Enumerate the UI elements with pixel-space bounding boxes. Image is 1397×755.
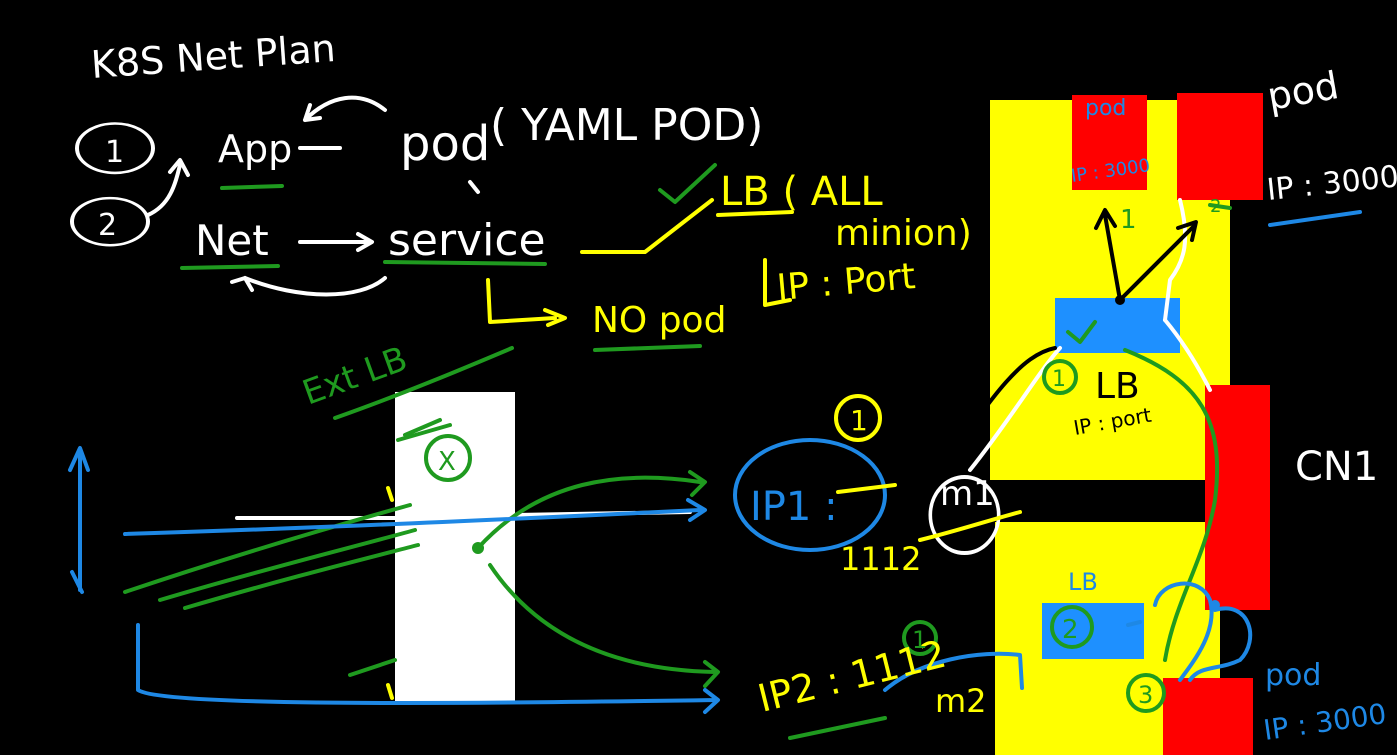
green-dot-junction	[472, 542, 484, 554]
line-pod-right-down	[1163, 198, 1188, 322]
black-arrow-to-pod-right	[1118, 220, 1198, 302]
green-line-in-2	[158, 528, 417, 602]
yellow-underline-lb	[716, 210, 794, 217]
lb-bottom-label: LB	[1068, 568, 1098, 596]
port-1112-label: 1112	[840, 540, 921, 578]
circle-node-3	[1126, 673, 1166, 713]
green-line-lb-to-bottom	[1123, 348, 1220, 662]
black-line-m1-lb	[943, 346, 1057, 467]
arrow-net-to-service	[298, 232, 374, 252]
yellow-strike-ip1	[836, 483, 897, 494]
arrow-2-to-1	[146, 158, 190, 217]
lb-block-top	[1055, 298, 1180, 353]
line-m1-to-lb	[968, 346, 1062, 472]
underline-net	[180, 264, 280, 270]
ip-port-label: IP : Port	[775, 256, 917, 309]
blue-loop-bottom-1	[1153, 581, 1214, 682]
pod-block-bottom	[1163, 678, 1253, 755]
green-mark-pod	[1208, 203, 1232, 210]
lb-all-label: LB ( ALL	[720, 169, 883, 215]
pod-bottom-label: pod	[1265, 658, 1321, 693]
green-arrow-down	[488, 563, 720, 688]
yellow-tick-b	[386, 683, 394, 700]
black-dot-lb	[1115, 295, 1125, 305]
tick-under-pod	[468, 180, 480, 194]
yellow-corner-lb	[763, 258, 792, 307]
blue-line-lb-bottom	[1126, 620, 1142, 627]
pod-top-left-label: pod	[1085, 96, 1126, 121]
arrow-service-to-net	[230, 276, 387, 297]
circle-1b	[902, 620, 938, 656]
m2-label: m2	[935, 682, 987, 720]
ip1-circle	[733, 438, 887, 552]
pod-label: pod	[400, 116, 490, 172]
circle-node-1	[1042, 359, 1078, 395]
green-arrow-up	[476, 470, 707, 550]
m1-circle	[928, 475, 1001, 555]
check-lb	[658, 163, 717, 204]
underline-app	[220, 184, 284, 190]
ip-3000-label: IP : 3000	[1265, 159, 1397, 208]
pod-block-top-left	[1072, 95, 1147, 190]
circle-1-label: 1	[105, 135, 124, 170]
circle-node-2	[1050, 605, 1094, 649]
ext-lb-block	[395, 392, 515, 704]
minion-label: minion)	[835, 213, 972, 254]
pod-block-top-right	[1177, 93, 1263, 200]
node-gap	[985, 480, 1205, 520]
no-pod-label: NO pod	[592, 300, 726, 341]
cn1-label: CN1	[1295, 444, 1378, 490]
pod-top-right-label: pod	[1264, 63, 1342, 119]
circle-1-outline	[75, 122, 155, 175]
yellow-line-m1	[918, 510, 1022, 542]
blue-vertical-arrow	[68, 446, 90, 594]
green-line-in-1	[123, 503, 412, 594]
arrow-pod-to-app	[303, 95, 387, 122]
underline-ext-lb	[333, 346, 514, 420]
node-circle-1-label: 1	[1052, 367, 1066, 392]
node-circle-3-label: 3	[1138, 681, 1153, 709]
mark-1-label: 1	[1120, 205, 1137, 235]
yellow-line-service-lb	[580, 198, 714, 254]
x-label: X	[438, 447, 456, 477]
strike-x-b	[403, 418, 442, 437]
yellow-tick-a	[386, 486, 394, 502]
circle-2-outline	[70, 196, 150, 247]
underline-service	[383, 260, 547, 266]
yaml-pod-label: ( YAML POD)	[490, 100, 763, 151]
blue-dot	[1210, 600, 1220, 610]
service-label: service	[388, 215, 546, 266]
circle-x	[424, 434, 472, 482]
ip-3000-bottom-label: IP : 3000	[1261, 697, 1388, 747]
blue-line-ip2-to-node	[883, 651, 1024, 692]
title-text: K8S Net Plan	[90, 26, 337, 87]
green-check-lb-top	[1066, 320, 1097, 344]
blue-return-line	[136, 623, 720, 714]
underline-no-pod	[593, 344, 702, 352]
strike-x-a	[396, 423, 452, 442]
yellow-arrow-no-pod	[486, 278, 567, 327]
yellow-circle-1	[834, 394, 882, 442]
circle-1b-label: 1	[912, 626, 927, 654]
line-white-right-node	[1163, 318, 1212, 392]
ip1-label: IP1 :	[750, 484, 838, 530]
black-arrow-to-pod-left	[1094, 208, 1122, 302]
node-circle-2-label: 2	[1062, 615, 1079, 645]
lb-right-label: LB	[1095, 366, 1140, 407]
circle-1-yellow-label: 1	[850, 404, 868, 437]
green-line-x	[348, 658, 397, 677]
underline-ip2	[788, 716, 887, 740]
blue-loop-bottom-2	[1188, 606, 1253, 682]
blue-underline-ip3000	[1268, 210, 1362, 227]
m1-label: m1	[940, 474, 995, 514]
net-label: Net	[195, 216, 269, 265]
mark-2-label: 2	[1210, 196, 1221, 217]
blue-line-main	[123, 498, 707, 536]
green-line-in-3	[183, 543, 420, 610]
circle-2-label: 2	[98, 208, 117, 243]
app-label: App	[218, 127, 292, 171]
